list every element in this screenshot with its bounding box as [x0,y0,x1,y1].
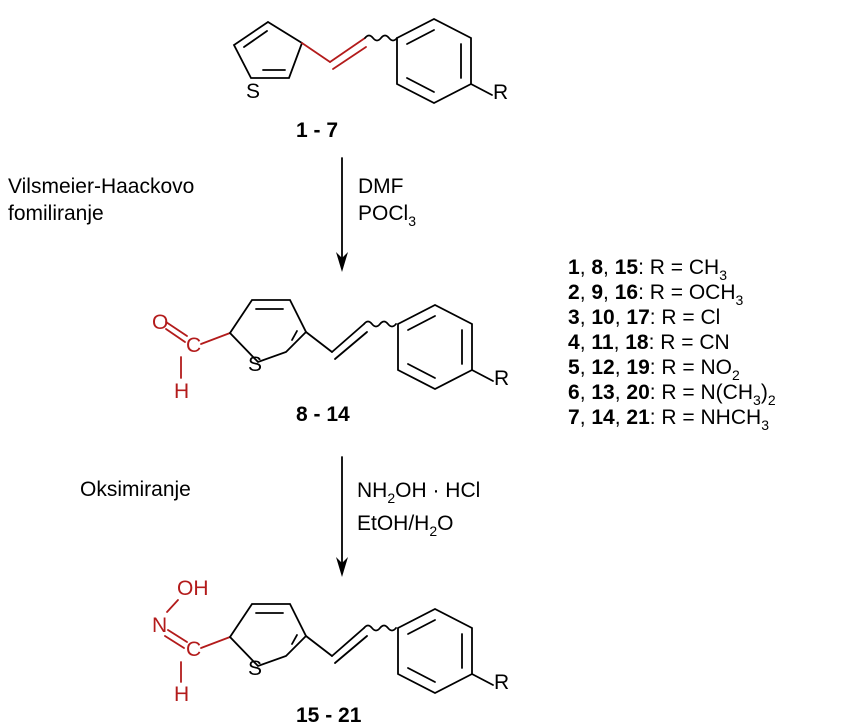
legend-row: 5, 12, 19: R = NO2 [568,356,740,383]
legend-row: 7, 14, 21: R = NHCH3 [568,406,769,433]
reagent-dmf: DMF [358,175,404,198]
compound-label-1-7: 1 - 7 [296,119,338,142]
r-group: R [494,671,509,694]
oxygen-atom: O [152,311,168,334]
sulfur-atom: S [246,80,260,103]
molecule-1-7: S R [232,17,508,105]
reagent-hydroxylamine: NH2OH · HCl [357,479,480,506]
legend-row: 1, 8, 15: R = CH3 [568,256,727,283]
r-group: R [493,81,508,104]
compound-label-15-21: 15 - 21 [296,704,362,727]
reaction-arrow-1 [336,157,348,272]
reagent-solvent: EtOH/H2O [357,512,453,539]
step2-name: Oksimiranje [80,478,191,501]
nitrogen-atom: N [152,614,167,637]
molecule-15-21: OH N C H S R [152,577,509,706]
hydrogen-atom: H [174,683,189,706]
carbon-atom: C [186,334,201,357]
hydrogen-atom: H [174,380,189,403]
reagent-pocl3: POCl3 [358,202,416,229]
legend-row: 2, 9, 16: R = OCH3 [568,281,744,308]
carbon-atom: C [186,638,201,661]
hydroxyl-group: OH [177,577,209,600]
reaction-arrow-2 [336,456,348,577]
sulfur-atom: S [248,657,262,680]
legend-row: 4, 11, 18: R = CN [568,331,730,354]
sulfur-atom: S [248,353,262,376]
legend-row: 6, 13, 20: R = N(CH3)2 [568,381,776,408]
legend-row: 3, 10, 17: R = Cl [568,306,720,329]
compound-label-8-14: 8 - 14 [296,403,350,426]
r-group: R [494,367,509,390]
step1-name-line1: Vilsmeier-Haackovo [8,175,194,198]
step1-name-line2: fomiliranje [8,202,104,225]
molecule-8-14: O C H S R [152,299,509,403]
